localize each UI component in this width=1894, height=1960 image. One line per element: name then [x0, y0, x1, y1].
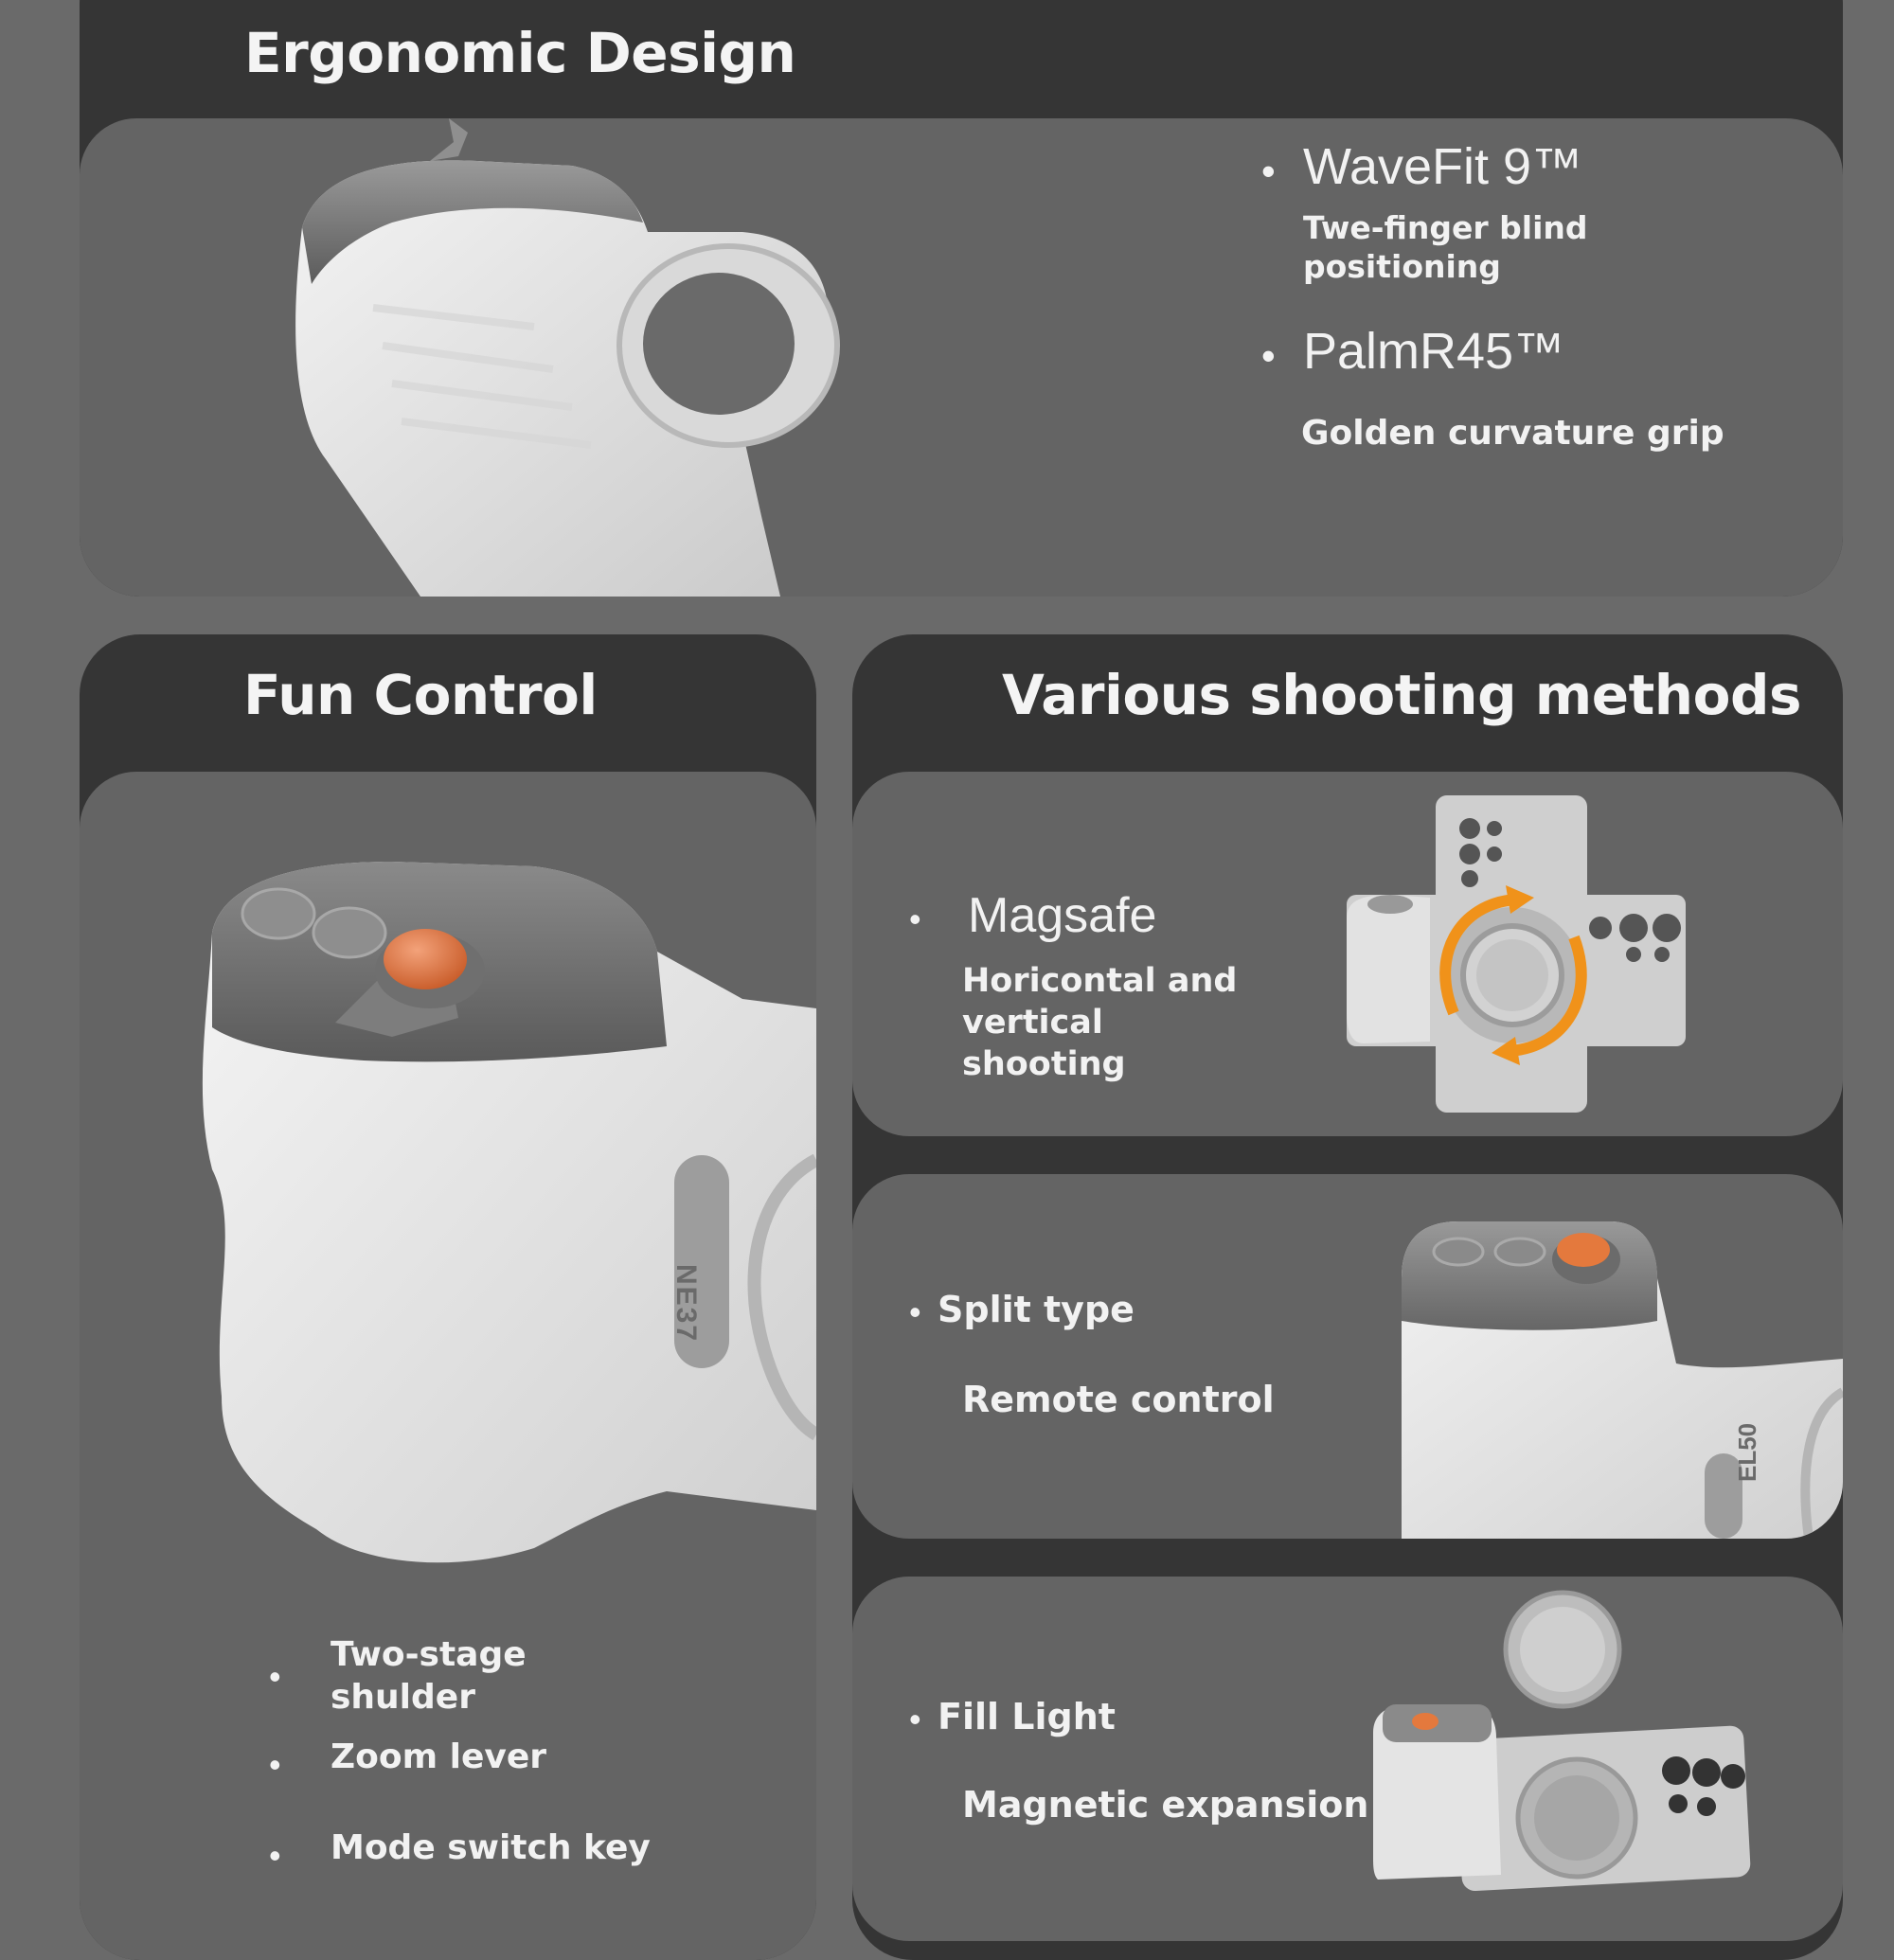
bullet-icon: •: [909, 900, 921, 938]
bullet-icon: •: [269, 1836, 281, 1875]
bullet-icon: •: [909, 1292, 921, 1331]
split-grip-image: [1402, 1221, 1843, 1539]
brand-mark: EL50: [1733, 1422, 1761, 1482]
bullet-icon: •: [909, 1700, 921, 1738]
fun-control-card: NE37 • Two-stage shulder • Zoom lever • …: [80, 772, 816, 1960]
ergonomic-card: • WaveFit 9™ Twe-finger blind positionin…: [80, 118, 1843, 597]
magsafe-card: • Magsafe Horicontal and vertical shooti…: [852, 772, 1843, 1136]
method-magsafe-title: Magsafe: [968, 888, 1157, 943]
item-zoom-lever: Zoom lever: [331, 1737, 547, 1776]
item-two-stage-shutter: Two-stage shulder: [331, 1635, 527, 1717]
ergonomic-title: Ergonomic Design: [244, 21, 796, 85]
magsafe-rotation-image: [1347, 795, 1686, 1113]
brand-mark: NE37: [670, 1264, 702, 1344]
bullet-icon: •: [1261, 333, 1276, 378]
fill-light-image: [1373, 1590, 1751, 1892]
shooting-title: Various shooting methods: [1002, 663, 1801, 727]
bullet-icon: •: [269, 1657, 281, 1696]
ergonomic-panel: Ergonomic Design • WaveFit 9™: [80, 0, 1843, 597]
method-split-desc: Remote control: [962, 1379, 1275, 1420]
feature-wavefit-title: WaveFit 9™: [1303, 138, 1583, 195]
grip-closeup-image: [202, 862, 816, 1563]
method-fill-light-title: Fill Light: [938, 1696, 1116, 1737]
fun-control-panel: Fun Control NE37: [80, 634, 816, 1960]
fun-control-title: Fun Control: [243, 663, 598, 727]
grip-product-image: [295, 118, 840, 597]
shooting-panel: Various shooting methods • Magsafe: [852, 634, 1843, 1960]
method-fill-light-desc: Magnetic expansion: [962, 1784, 1369, 1826]
item-mode-switch-key: Mode switch key: [331, 1828, 651, 1867]
method-split-title: Split type: [938, 1289, 1135, 1330]
feature-palmr-title: PalmR45™: [1303, 323, 1565, 380]
split-type-card: EL50 • Split type Remote control: [852, 1174, 1843, 1539]
method-magsafe-desc: Horicontal and vertical shooting: [962, 962, 1238, 1083]
bullet-icon: •: [1261, 149, 1276, 193]
feature-palmr-desc: Golden curvature grip: [1301, 414, 1724, 453]
fill-light-card: • Fill Light Magnetic expansion: [852, 1577, 1843, 1941]
feature-wavefit-desc: Twe-finger blind positioning: [1303, 209, 1588, 286]
bullet-icon: •: [269, 1745, 281, 1784]
